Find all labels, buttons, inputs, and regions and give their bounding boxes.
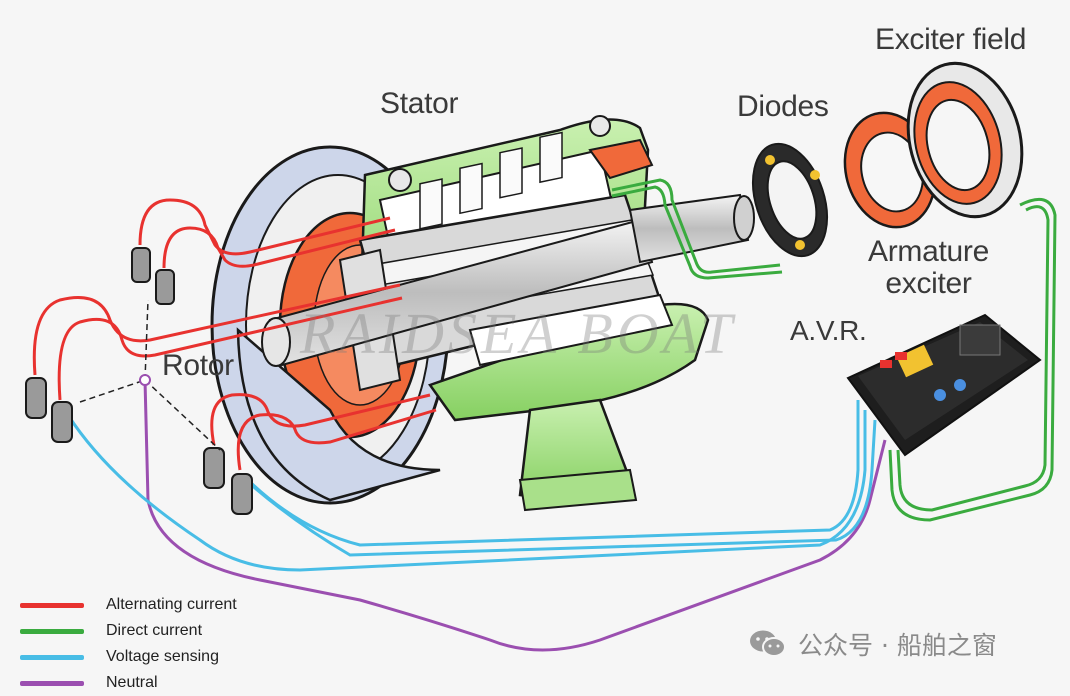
legend-label: Voltage sensing [106, 648, 219, 665]
legend-swatch-green [20, 628, 84, 634]
avr-board [846, 313, 1042, 457]
legend-swatch-cyan [20, 654, 84, 660]
legend-label: Neutral [106, 674, 158, 691]
label-armature-line1: Armature [868, 235, 989, 268]
wechat-icon [748, 628, 788, 660]
legend-swatch-red [20, 602, 84, 608]
legend-swatch-purple [20, 680, 84, 686]
label-rotor: Rotor [162, 349, 234, 382]
star-connection [79, 299, 221, 451]
end-frame-lower [236, 327, 441, 502]
legend-label: Direct current [106, 622, 203, 639]
label-stator: Stator [380, 87, 459, 120]
diode-ring [752, 142, 828, 258]
label-diodes: Diodes [737, 90, 829, 123]
lead-terminals [25, 247, 253, 515]
channel-watermark: 公众号 · 船舶之窗 [748, 626, 997, 662]
neutral-node [139, 374, 151, 386]
armature-exciter [843, 111, 937, 229]
legend: Alternating current Direct current Volta… [20, 592, 237, 696]
watermark-text: RAIDSEA BOAT [300, 301, 737, 366]
legend-item-neutral: Neutral [20, 670, 237, 696]
label-avr: A.V.R. [790, 315, 867, 346]
neutral-wire [143, 379, 887, 652]
label-exciter-field: Exciter field [875, 23, 1027, 56]
channel-name: 公众号 · 船舶之窗 [798, 631, 997, 660]
exciter-field [906, 61, 1024, 219]
legend-item-voltage-sensing: Voltage sensing [20, 644, 237, 670]
legend-label: Alternating current [106, 596, 237, 613]
alternating-current-wires [32, 198, 437, 471]
stator-housing-bottom [428, 293, 710, 512]
voltage-sensing-wires [66, 400, 877, 572]
direct-current-wires [611, 178, 1057, 522]
legend-item-direct-current: Direct current [20, 618, 237, 644]
label-armature-line2: exciter [885, 266, 972, 300]
label-armature-exciter: Armature exciter [868, 236, 989, 299]
legend-item-alternating-current: Alternating current [20, 592, 237, 618]
